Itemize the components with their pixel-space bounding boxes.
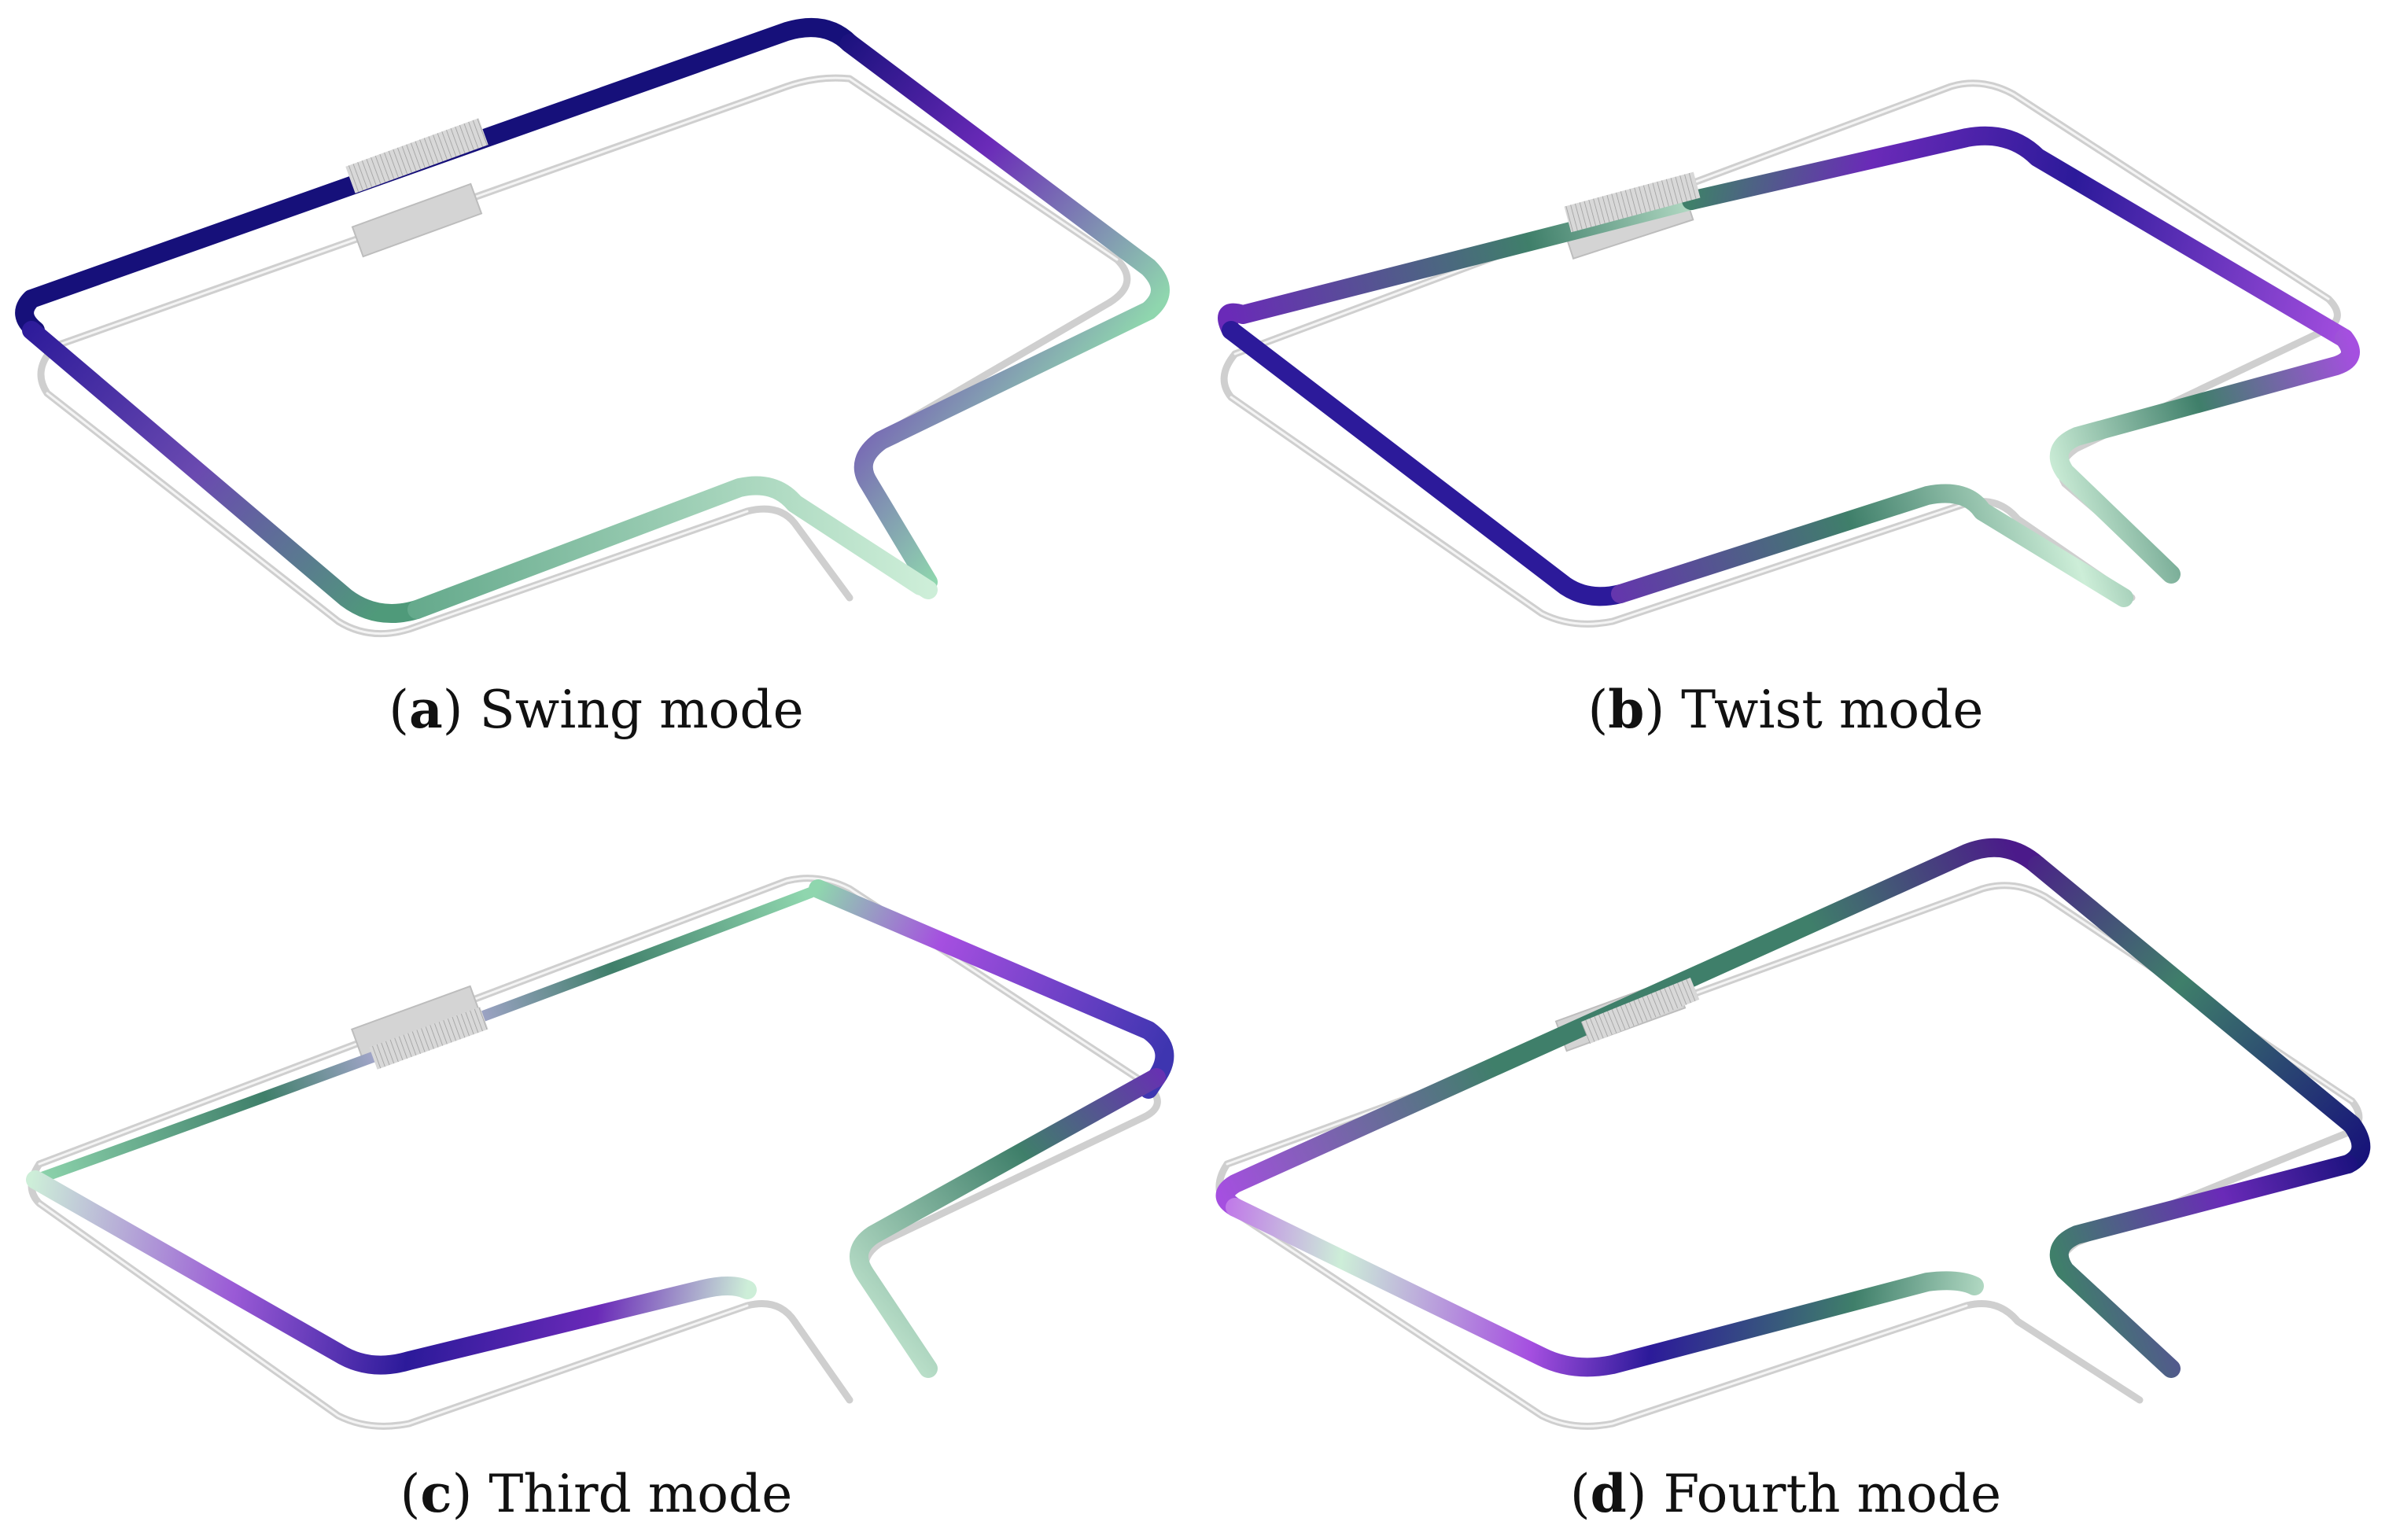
panel-b-undeformed-frame [1220, 79, 2341, 628]
panel-b-twist-mode [1218, 79, 2360, 628]
panel-d-fourth-mode [1215, 838, 2371, 1430]
panel-b-mode-shape [1218, 126, 2360, 607]
caption-d: (d) Fourth mode [1570, 1463, 2001, 1524]
panel-a-swing-mode [15, 18, 1170, 638]
panel-c-mode-shape [26, 879, 1174, 1378]
panel-a-mode-shape [15, 18, 1170, 623]
panel-d-mode-shape [1215, 838, 2371, 1378]
panel-c-third-mode [26, 875, 1174, 1430]
panel-d-undeformed-frame [1215, 882, 2363, 1430]
caption-c: (c) Third mode [400, 1463, 793, 1524]
caption-b: (b) Twist mode [1588, 679, 1984, 740]
caption-a: (a) Swing mode [389, 679, 803, 740]
